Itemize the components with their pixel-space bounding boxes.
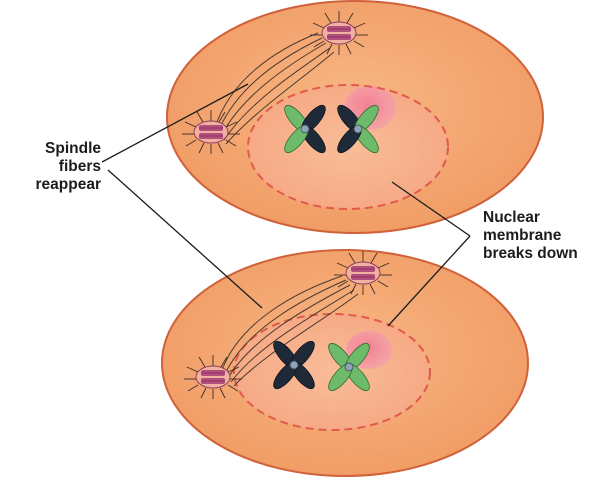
label-line: breaks down [483, 245, 578, 262]
label-nuclear-membrane: Nuclear membrane breaks down [483, 209, 578, 262]
label-line: Spindle [45, 140, 101, 157]
label-line: membrane [483, 227, 562, 244]
cell-top [167, 1, 543, 233]
label-line: reappear [36, 176, 101, 193]
label-line: fibers [59, 158, 101, 175]
label-spindle-fibers: Spindle fibers reappear [36, 140, 102, 193]
label-line: Nuclear [483, 209, 540, 226]
nucleus [234, 314, 430, 430]
cell-bottom [162, 250, 528, 476]
